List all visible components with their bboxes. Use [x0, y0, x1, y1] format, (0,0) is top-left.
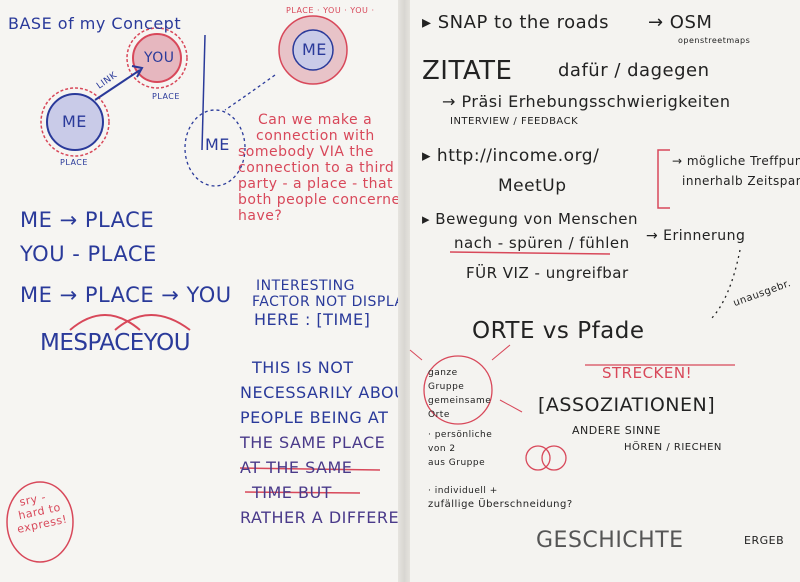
place-label-1: PLACE [152, 92, 180, 101]
bullet-line: von 2 [428, 444, 456, 454]
snap-note: ▸ SNAP to the roads [422, 12, 609, 33]
you-label: YOU [144, 50, 175, 66]
question-line: have? [238, 208, 283, 224]
link-arrow [94, 69, 141, 101]
question-line: connection to a third [238, 160, 395, 176]
page-title: BASE of my Concept [8, 14, 182, 33]
note-line: THIS IS NOT [252, 358, 354, 377]
interview-note: INTERVIEW / FEEDBACK [450, 116, 579, 127]
question-line: party - a place - that [238, 176, 394, 192]
left-page: BASE of my Concept ME YOU LINK PLACE PLA… [6, 6, 433, 563]
question-line: connection with [256, 128, 375, 144]
bullet-line: gemeinsame [428, 396, 492, 406]
bullet-line: ganze [428, 368, 458, 378]
formula-you-place: YOU - PLACE [20, 242, 157, 266]
right-sketches [409, 149, 741, 471]
question-line: both people concerned [238, 192, 410, 208]
formula-mespaceyou: MESPACEYOU [40, 330, 191, 356]
me-label: ME [62, 112, 87, 131]
income-url: ▸ http://income.org/ [422, 146, 600, 166]
hoeren-note: HÖREN / RIECHEN [624, 442, 722, 453]
dotted-me-label: ME [205, 135, 230, 154]
nach-note: nach - spüren / fühlen [454, 234, 630, 252]
ring-text: PLACE · YOU · YOU · [286, 6, 375, 15]
gruppe-circle [423, 355, 493, 425]
bullet-line: · individuell + [428, 486, 498, 496]
bewegung-note: ▸ Bewegung von Menschen [422, 210, 638, 228]
bullet-list: ganze Gruppe gemeinsame Orte · persönlic… [428, 366, 573, 510]
osm-note: → OSM [648, 12, 713, 33]
fuer-viz-note: FÜR VIZ - ungreifbar [466, 264, 629, 282]
erinnerung-note: → Erinnerung [646, 228, 746, 244]
note-line: TIME BUT [252, 483, 332, 502]
left-sketches [6, 15, 381, 563]
assoziationen-heading: [ASSOZIATIONEN] [538, 394, 716, 416]
note-line: AT THE SAME [240, 458, 353, 477]
interesting-line: FACTOR NOT DISPLAYED [252, 294, 434, 310]
dafuer-note: dafür / dagegen [558, 60, 710, 81]
bullet-line: aus Gruppe [428, 458, 486, 468]
note-line: RATHER A DIFFERENT. [240, 508, 426, 527]
formula-me-place: ME → PLACE [20, 208, 155, 232]
innerhalb-note: innerhalb Zeitspanne [682, 174, 800, 188]
ergeb-note: ERGEB [744, 534, 785, 547]
dotted-me-circle [184, 109, 246, 187]
orte-heading: ORTE vs Pfade [472, 318, 645, 344]
question-block: Can we make a connection with somebody V… [238, 112, 410, 224]
geschichte-heading: GESCHICHTE [536, 528, 684, 553]
meetup-note: MeetUp [498, 176, 567, 196]
bullet-line: · persönliche [428, 430, 493, 440]
book-gutter [398, 0, 412, 582]
interesting-line: INTERESTING [256, 278, 355, 294]
you-circle [132, 33, 182, 83]
place-label-2: PLACE [60, 158, 88, 167]
note-line: NECESSARILY ABOUT [240, 383, 417, 402]
moegliche-note: → mögliche Treffpunkte [672, 154, 800, 168]
interesting-line: HERE : [TIME] [254, 310, 371, 329]
me-circle [46, 93, 104, 151]
bullet-line: Orte [428, 410, 450, 420]
note-block: THIS IS NOT NECESSARILY ABOUT PEOPLE BEI… [240, 355, 426, 530]
bullet-line: Gruppe [428, 382, 465, 392]
andere-sinne-note: ANDERE SINNE [572, 424, 661, 437]
formula-me-place-you: ME → PLACE → YOU [20, 283, 232, 307]
question-line: somebody VIA the [238, 144, 374, 160]
note-line: THE SAME PLACE [240, 433, 386, 452]
question-line: Can we make a [258, 112, 373, 128]
zitate-heading: ZITATE [422, 56, 513, 86]
right-page: ▸ SNAP to the roads → OSM openstreetmaps… [409, 0, 800, 582]
strecken-note: STRECKEN! [602, 364, 693, 382]
bullet-line: zufällige Überschneidung? [428, 499, 573, 510]
interesting-block: INTERESTING FACTOR NOT DISPLAYED HERE : … [252, 278, 433, 329]
osm-subtitle: openstreetmaps [678, 36, 751, 45]
me-ring-label: ME [302, 40, 327, 59]
praesi-note: → Präsi Erhebungsschwierigkeiten [442, 92, 731, 111]
note-line: PEOPLE BEING AT [240, 408, 389, 427]
